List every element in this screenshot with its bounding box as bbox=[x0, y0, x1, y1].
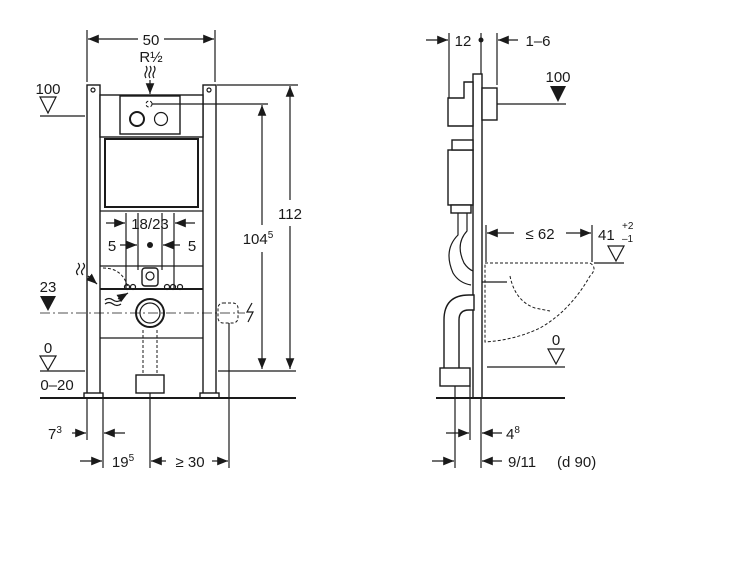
wall-gap-label: 1–6 bbox=[525, 33, 550, 50]
side-level-top-label: 100 bbox=[545, 69, 570, 86]
drain-outlet bbox=[135, 298, 165, 328]
side-frame bbox=[472, 73, 483, 399]
side-level-floor-label: 0 bbox=[552, 332, 560, 349]
level-top-label: 100 bbox=[35, 81, 60, 98]
flush-button-small bbox=[153, 111, 169, 127]
seat-height-label: 41 bbox=[598, 227, 615, 244]
spacing-label: 18/23 bbox=[131, 216, 169, 233]
seat-tolerance-minus: –1 bbox=[622, 234, 634, 245]
frame-post-left bbox=[86, 84, 101, 398]
drain-diameter-label: (d 90) bbox=[557, 454, 596, 471]
width-label: 50 bbox=[143, 32, 160, 49]
drain-offset-label: 195 bbox=[112, 453, 135, 471]
water-connection-label: R½ bbox=[139, 49, 163, 66]
height-inner-label: 1045 bbox=[243, 230, 274, 248]
foot-offset-label: 73 bbox=[48, 425, 62, 443]
frame-post-right bbox=[202, 84, 217, 398]
front-view: 50 R½ 18/23 5 5 bbox=[35, 30, 302, 471]
offset-left-label: 5 bbox=[108, 238, 116, 255]
seat-tolerance-plus: +2 bbox=[622, 221, 634, 232]
flush-button-large bbox=[129, 111, 145, 127]
actuator-plate bbox=[119, 95, 181, 135]
level-connection-label: 23 bbox=[40, 279, 57, 296]
level-floor-label: 0 bbox=[44, 340, 52, 357]
water-symbol-icon bbox=[144, 65, 156, 79]
side-drain-offset-label: 9/11 bbox=[508, 454, 536, 471]
floor-range-label: 0–20 bbox=[40, 377, 73, 394]
projection-label: ≤ 62 bbox=[525, 226, 554, 243]
offset-small-label: 48 bbox=[506, 425, 520, 443]
waste-symbol-icon bbox=[104, 297, 122, 307]
offset-right-label: 5 bbox=[188, 238, 196, 255]
water-symbol-icon bbox=[75, 262, 86, 276]
depth-label: 12 bbox=[455, 33, 472, 50]
electrical-icon bbox=[245, 302, 254, 323]
side-view: 12 1–6 100 ≤ 62 41 +2 –1 bbox=[426, 33, 634, 471]
socket-icon bbox=[217, 302, 239, 324]
inspection-panel bbox=[104, 138, 199, 208]
height-total-label: 112 bbox=[278, 206, 302, 223]
socket-offset-label: ≥ 30 bbox=[175, 454, 204, 471]
actuator-plate-side bbox=[481, 87, 498, 121]
